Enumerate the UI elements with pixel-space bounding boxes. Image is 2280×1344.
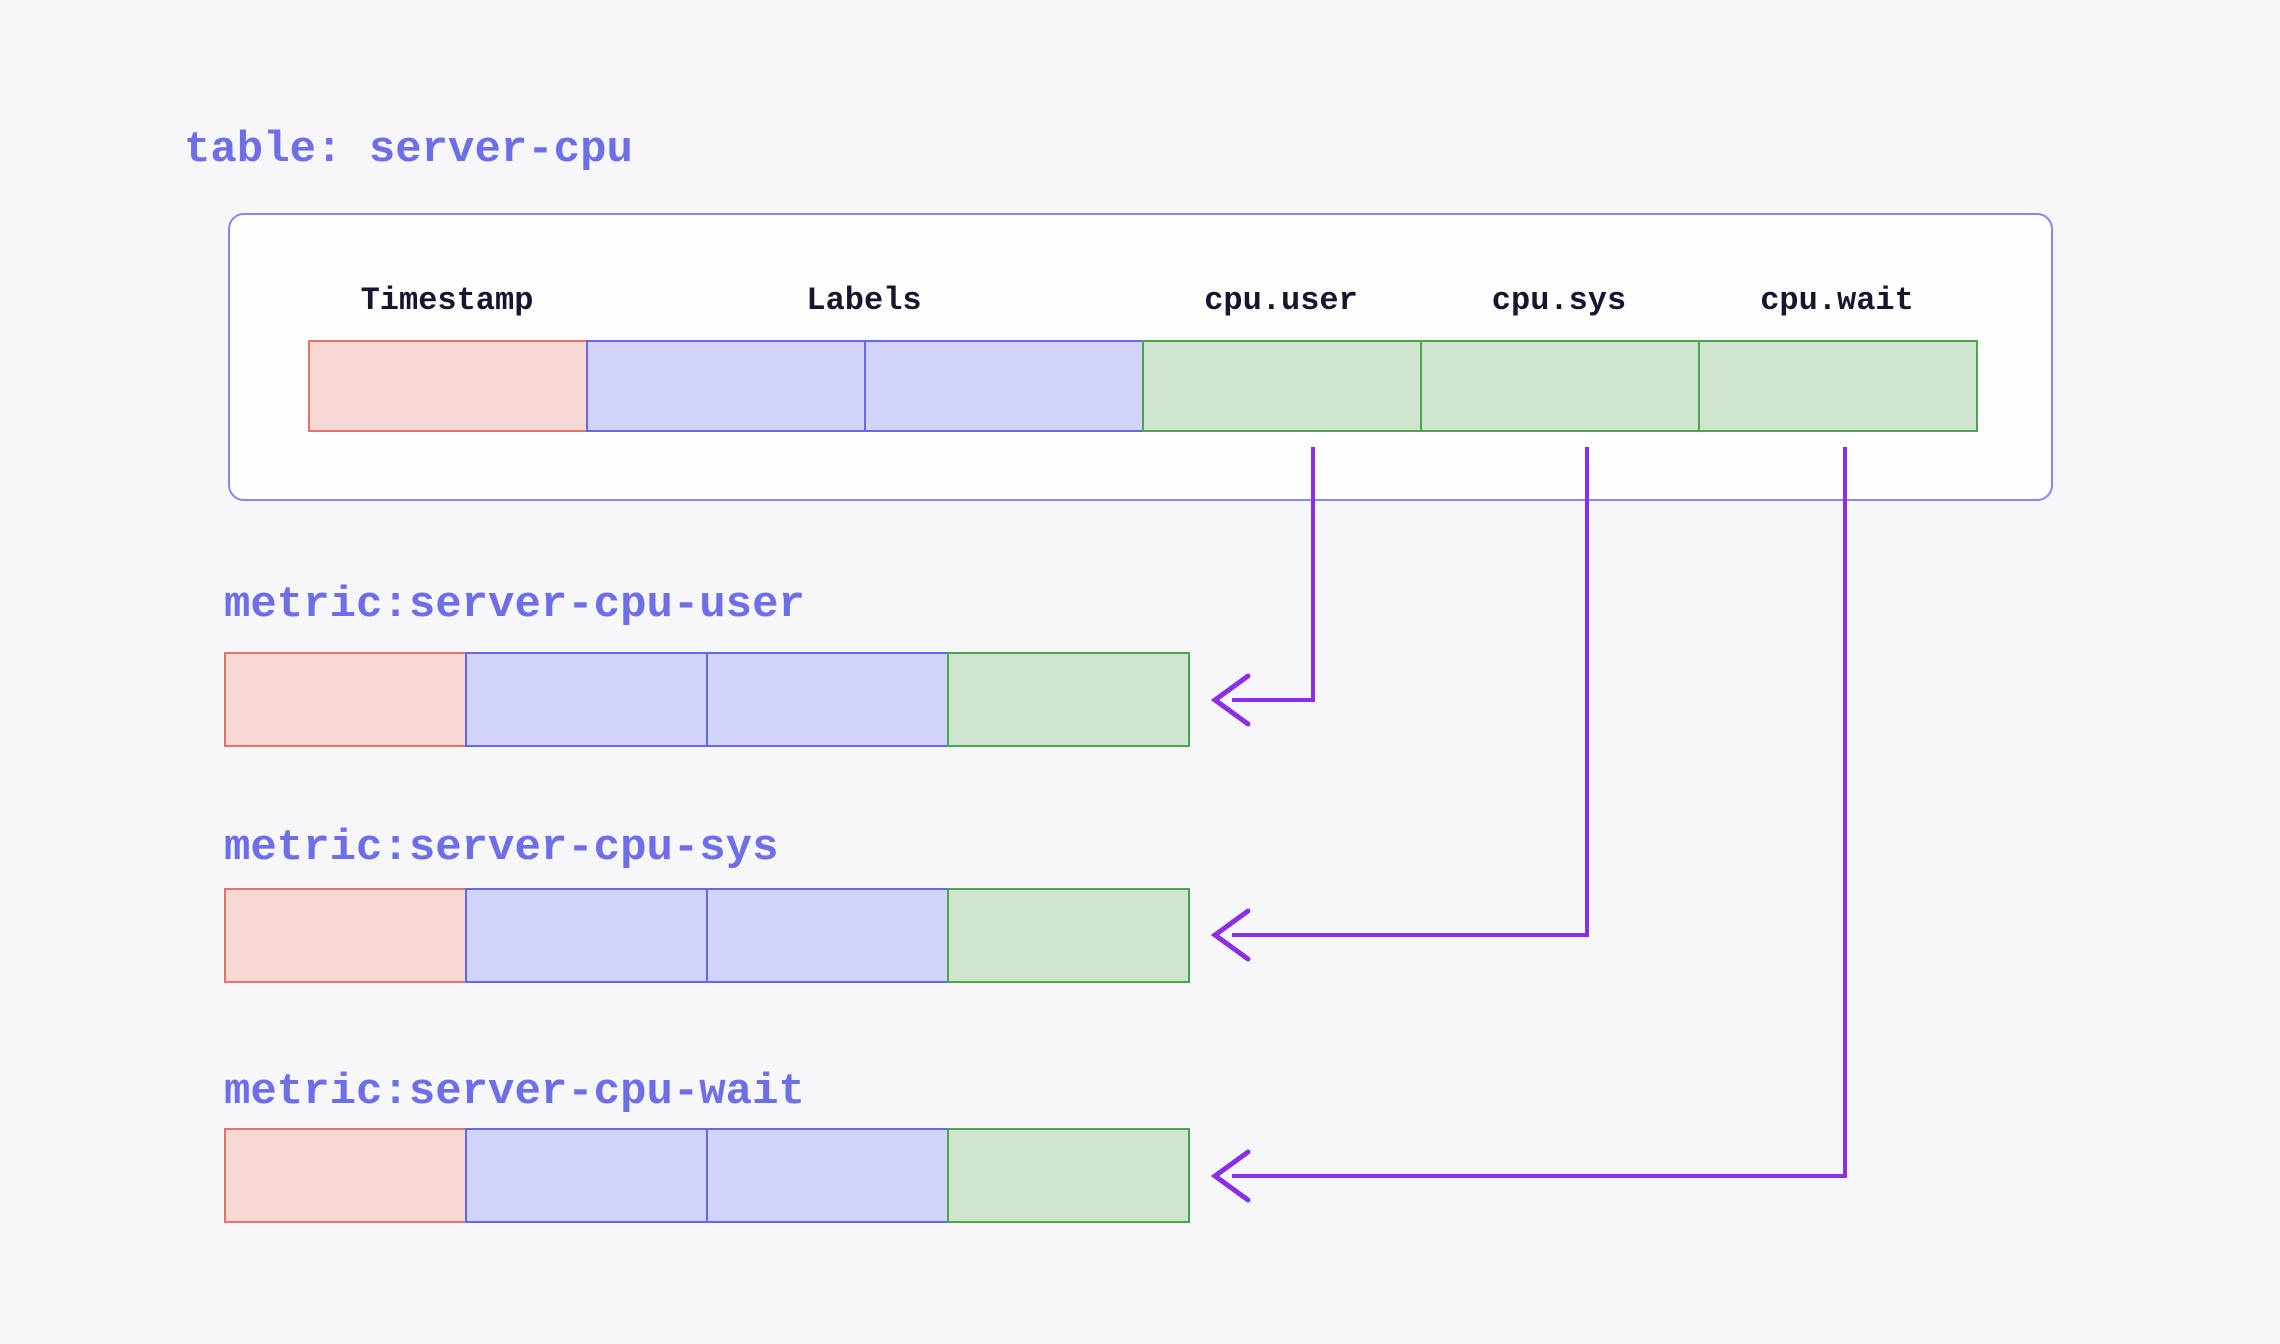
- metric-user-cell-value: [947, 652, 1190, 747]
- metric-wait-cell-labels-1: [465, 1128, 708, 1223]
- metric-title-cpu-sys: metric:server-cpu-sys: [224, 823, 779, 873]
- column-header-cpu-wait: cpu.wait: [1760, 282, 1914, 319]
- column-header-cpu-user: cpu.user: [1204, 282, 1358, 319]
- metric-sys-cell-timestamp: [224, 888, 467, 983]
- metric-row-cpu-user: [224, 652, 1190, 747]
- table-title: table: server-cpu: [184, 125, 633, 175]
- column-header-labels: Labels: [806, 282, 922, 319]
- table-cell-cpu-wait: [1698, 340, 1978, 432]
- table-cell-cpu-sys: [1420, 340, 1700, 432]
- metric-wait-cell-timestamp: [224, 1128, 467, 1223]
- arrow-cpu-sys-to-metric-icon: [1210, 447, 1589, 962]
- metric-row-cpu-wait: [224, 1128, 1190, 1223]
- table-cell-cpu-user: [1142, 340, 1422, 432]
- metric-title-cpu-wait: metric:server-cpu-wait: [224, 1067, 805, 1117]
- column-header-timestamp: Timestamp: [360, 282, 534, 319]
- metric-sys-cell-value: [947, 888, 1190, 983]
- metric-user-cell-timestamp: [224, 652, 467, 747]
- metric-row-cpu-sys: [224, 888, 1190, 983]
- arrow-cpu-wait-to-metric-icon: [1210, 447, 1847, 1203]
- table-row: [308, 340, 1978, 432]
- metric-sys-cell-labels-2: [706, 888, 949, 983]
- table-container: Timestamp Labels cpu.user cpu.sys cpu.wa…: [228, 213, 2053, 501]
- metric-title-cpu-user: metric:server-cpu-user: [224, 580, 805, 630]
- table-cell-timestamp: [308, 340, 588, 432]
- metric-sys-cell-labels-1: [465, 888, 708, 983]
- column-header-cpu-sys: cpu.sys: [1491, 282, 1627, 319]
- metric-wait-cell-labels-2: [706, 1128, 949, 1223]
- metric-user-cell-labels-1: [465, 652, 708, 747]
- metric-user-cell-labels-2: [706, 652, 949, 747]
- table-cell-labels-1: [586, 340, 866, 432]
- metric-wait-cell-value: [947, 1128, 1190, 1223]
- table-cell-labels-2: [864, 340, 1144, 432]
